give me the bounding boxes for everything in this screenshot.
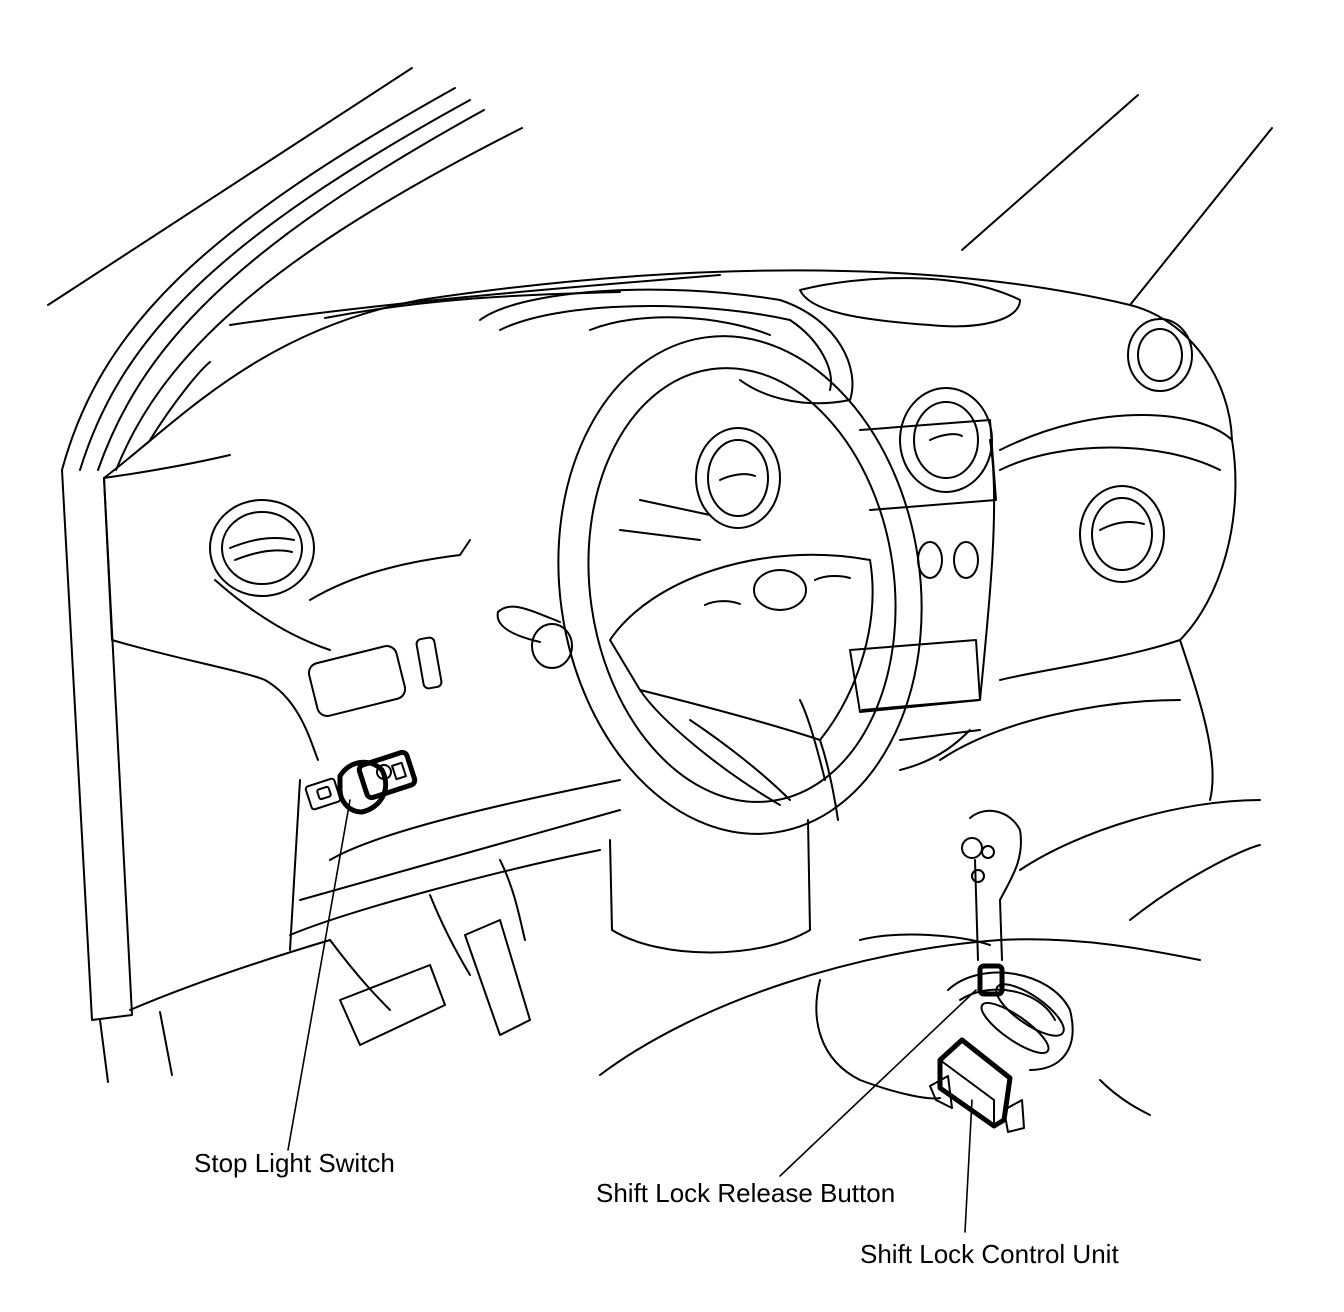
right-dash — [939, 318, 1237, 801]
gear-shifter — [947, 809, 1074, 1071]
a-pillar — [47, 67, 523, 1083]
steering-column — [609, 819, 811, 954]
shift-lock-control-unit-label: Shift Lock Control Unit — [860, 1239, 1119, 1269]
leader-lines — [287, 799, 977, 1233]
stop-light-switch-shape — [304, 749, 418, 815]
pedals — [329, 859, 531, 1046]
seat — [1019, 799, 1261, 1116]
shift-lock-release-button-label: Shift Lock Release Button — [596, 1178, 895, 1208]
dashboard-top — [103, 269, 1233, 479]
center-stack — [849, 387, 997, 771]
turn-signal-lever — [496, 605, 573, 669]
left-dash-panel — [103, 477, 621, 1011]
shift-lock-release-button-shape — [977, 963, 1005, 997]
left-air-vent — [209, 499, 315, 597]
floor-tunnel — [599, 933, 1201, 1100]
steering-wheel — [557, 335, 923, 835]
stop-light-switch-label: Stop Light Switch — [194, 1148, 395, 1178]
shift-lock-control-unit-shape — [929, 1037, 1025, 1133]
instrument-gauge — [695, 427, 781, 529]
windshield-edge — [961, 94, 1273, 306]
instrument-cluster-hood — [479, 288, 854, 405]
